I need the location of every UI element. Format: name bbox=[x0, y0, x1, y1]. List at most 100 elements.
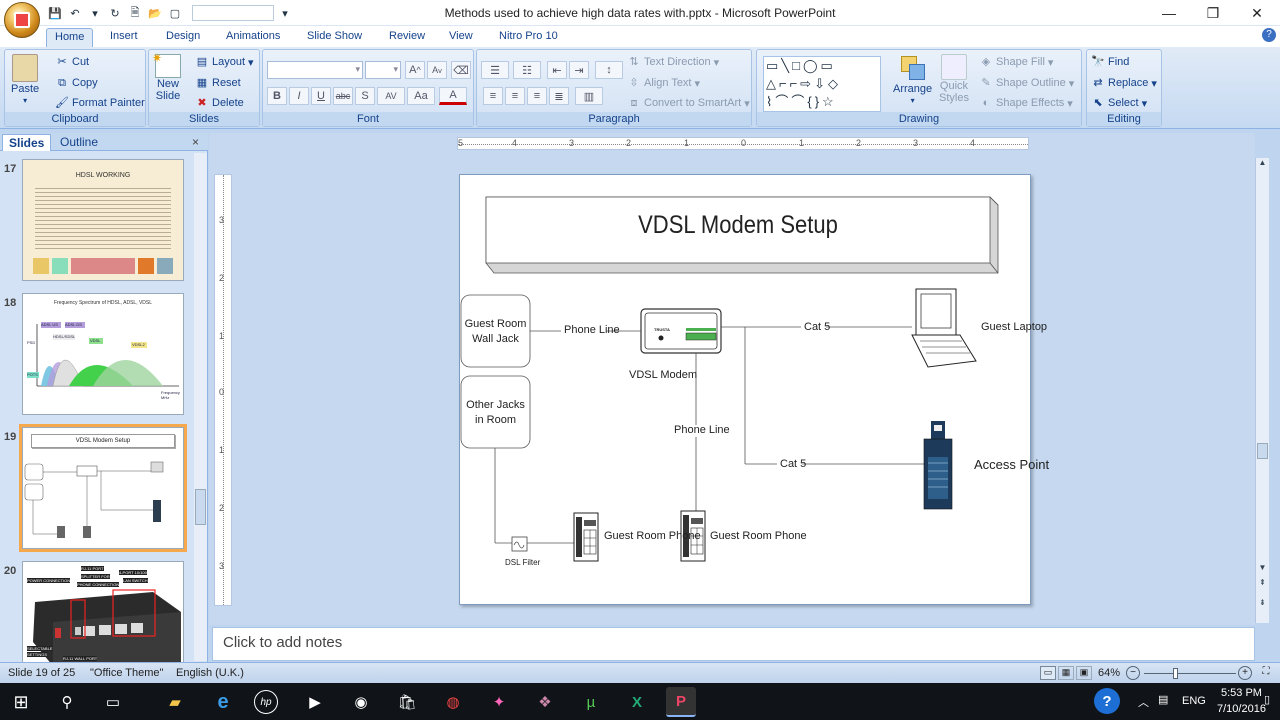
zoom-out-icon[interactable]: − bbox=[1126, 666, 1140, 680]
excel-icon[interactable]: X bbox=[631, 693, 642, 711]
decrease-indent-button[interactable]: ⇤ bbox=[547, 61, 567, 79]
vdsl-modem-label[interactable]: VDSL Modem bbox=[629, 369, 698, 381]
change-case-button[interactable]: Aa bbox=[407, 87, 435, 105]
clear-formatting-button[interactable]: ⌫ bbox=[451, 61, 471, 79]
tab-review[interactable]: Review bbox=[389, 30, 426, 42]
hp-icon[interactable]: hp bbox=[254, 690, 278, 714]
reset-button[interactable]: ▦Reset bbox=[195, 76, 241, 90]
media-player-icon[interactable]: ▶ bbox=[309, 694, 321, 711]
slides-pane-scrollbar[interactable] bbox=[194, 153, 207, 661]
phone-line-label-2[interactable]: Phone Line bbox=[674, 424, 730, 436]
scroll-up-icon[interactable]: ▲ bbox=[1258, 158, 1267, 167]
utorrent-icon[interactable]: µ bbox=[586, 693, 596, 711]
phone-line-label-1[interactable]: Phone Line bbox=[564, 324, 620, 336]
clock-time[interactable]: 5:53 PM bbox=[1221, 687, 1262, 699]
cat5-label-2[interactable]: Cat 5 bbox=[780, 458, 807, 470]
tab-home[interactable]: Home bbox=[46, 28, 94, 47]
powerpoint-icon[interactable]: P bbox=[666, 687, 696, 717]
align-center-button[interactable]: ≡ bbox=[505, 87, 525, 105]
tray-chevron-icon[interactable]: ︿ bbox=[1138, 697, 1149, 709]
scroll-thumb[interactable] bbox=[195, 489, 206, 525]
guest-room-phone-label-2[interactable]: Guest Room Phone bbox=[710, 530, 807, 542]
arrange-button[interactable]: Arrange ▾ bbox=[893, 54, 932, 105]
slide-thumbnail-18[interactable]: Frequency Spectrum of HDSL, ADSL, VDSL A… bbox=[22, 293, 184, 415]
chrome-icon[interactable]: ◍ bbox=[446, 694, 460, 711]
file-explorer-icon[interactable]: ▰ bbox=[169, 694, 181, 711]
previous-slide-icon[interactable]: ⇞ bbox=[1259, 578, 1266, 587]
help-icon[interactable]: ? bbox=[1262, 28, 1276, 42]
start-button[interactable]: ⊞ bbox=[13, 691, 29, 712]
paint-icon[interactable]: ✦ bbox=[492, 694, 506, 711]
paste-button[interactable]: Paste ▾ bbox=[11, 54, 39, 105]
underline-button[interactable]: U bbox=[311, 87, 331, 105]
qat-combo[interactable] bbox=[192, 5, 274, 21]
align-text-button[interactable]: ⇳Align Text▾ bbox=[627, 76, 700, 90]
zoom-slider-track[interactable] bbox=[1144, 673, 1236, 674]
close-pane-icon[interactable]: × bbox=[192, 135, 200, 149]
normal-view-icon[interactable]: ▭ bbox=[1040, 666, 1056, 680]
slide-canvas[interactable]: VDSL Modem Setup Guest Room Wall Jack Ot… bbox=[459, 174, 1049, 605]
text-direction-button[interactable]: ⇅Text Direction▾ bbox=[627, 55, 719, 69]
scroll-down-icon[interactable]: ▼ bbox=[1258, 563, 1267, 572]
shape-effects-button[interactable]: ◐Shape Effects▾ bbox=[979, 96, 1073, 110]
increase-indent-button[interactable]: ⇥ bbox=[569, 61, 589, 79]
input-language[interactable]: ENG bbox=[1182, 695, 1206, 707]
minimize-button[interactable]: — bbox=[1162, 5, 1176, 21]
tab-insert[interactable]: Insert bbox=[110, 30, 138, 42]
find-button[interactable]: 🔭Find bbox=[1091, 55, 1129, 69]
zoom-in-icon[interactable]: + bbox=[1238, 666, 1252, 680]
quick-styles-button[interactable]: Quick Styles bbox=[939, 54, 969, 104]
new-slide-button[interactable]: ✷ New Slide bbox=[152, 51, 181, 102]
cut-button[interactable]: ✂Cut bbox=[55, 55, 89, 69]
camera-icon[interactable]: ◉ bbox=[354, 694, 368, 711]
italic-button[interactable]: I bbox=[289, 87, 309, 105]
customize-qat-icon[interactable]: ▾ bbox=[282, 7, 288, 20]
print-preview-icon[interactable]: 🗎 bbox=[130, 6, 140, 19]
new-icon[interactable]: ▢ bbox=[169, 7, 181, 20]
edge-icon[interactable]: e bbox=[217, 690, 229, 713]
dsl-filter-label[interactable]: DSL Filter bbox=[505, 558, 541, 567]
notification-icon[interactable]: ▤ bbox=[1158, 694, 1169, 706]
align-left-button[interactable]: ≡ bbox=[483, 87, 503, 105]
clock-date[interactable]: 7/10/2016 bbox=[1217, 703, 1266, 715]
redo-icon[interactable]: ↻ bbox=[110, 7, 120, 20]
convert-smartart-button[interactable]: ⧈Convert to SmartArt▾ bbox=[627, 96, 750, 110]
theme-name[interactable]: "Office Theme" bbox=[90, 667, 164, 679]
line-spacing-button[interactable]: ↕ bbox=[595, 61, 623, 79]
workspace-scrollbar[interactable]: ▲ ▼ ⇞ ⇟ bbox=[1255, 158, 1269, 623]
search-icon[interactable]: ⚲ bbox=[61, 694, 73, 711]
language-indicator[interactable]: English (U.K.) bbox=[176, 667, 244, 679]
layout-button[interactable]: ▤Layout▾ bbox=[195, 55, 254, 69]
zoom-slider-thumb[interactable] bbox=[1173, 668, 1179, 679]
store-icon[interactable]: 🛍 bbox=[397, 694, 417, 711]
zoom-level[interactable]: 64% bbox=[1098, 667, 1121, 679]
numbering-button[interactable]: ☷ bbox=[513, 61, 541, 79]
scroll-thumb[interactable] bbox=[1257, 443, 1268, 459]
columns-button[interactable]: ▥ bbox=[575, 87, 603, 105]
cat5-label-1[interactable]: Cat 5 bbox=[804, 321, 831, 333]
shapes-gallery[interactable]: ▭╲□◯▭△⌐⌐⇨⇩◇⌇⌒⌒{}☆ bbox=[763, 56, 881, 112]
office-button[interactable] bbox=[4, 2, 40, 38]
task-view-icon[interactable]: ▭ bbox=[105, 694, 121, 711]
char-spacing-button[interactable]: AV bbox=[377, 87, 405, 105]
font-name-combo[interactable]: ▾ bbox=[267, 61, 363, 79]
shadow-button[interactable]: S bbox=[355, 87, 375, 105]
tab-nitro[interactable]: Nitro Pro 10 bbox=[499, 30, 558, 42]
format-painter-button[interactable]: 🖌Format Painter bbox=[55, 96, 145, 110]
save-icon[interactable]: 💾 bbox=[48, 7, 62, 20]
justify-button[interactable]: ≣ bbox=[549, 87, 569, 105]
shape-outline-button[interactable]: ✎Shape Outline▾ bbox=[979, 76, 1074, 90]
tab-slide-show[interactable]: Slide Show bbox=[307, 30, 363, 42]
notes-placeholder[interactable]: Click to add notes bbox=[223, 634, 343, 651]
undo-dropdown-icon[interactable]: ▾ bbox=[92, 7, 98, 20]
replace-button[interactable]: ⇄Replace▾ bbox=[1091, 76, 1157, 90]
help-tray-icon[interactable]: ? bbox=[1094, 688, 1120, 714]
tab-design[interactable]: Design bbox=[166, 30, 201, 42]
slide-thumbnail-20[interactable]: RJ-11 PORT POWER CONNECTION SPLITTER FOR… bbox=[22, 561, 184, 665]
action-center-icon[interactable]: ▯ bbox=[1264, 694, 1271, 706]
font-size-combo[interactable]: ▾ bbox=[365, 61, 401, 79]
bullets-button[interactable]: ☰ bbox=[481, 61, 509, 79]
tab-slides[interactable]: Slides bbox=[2, 134, 52, 151]
guest-room-phone-label-1[interactable]: Guest Room Phone bbox=[604, 530, 701, 542]
